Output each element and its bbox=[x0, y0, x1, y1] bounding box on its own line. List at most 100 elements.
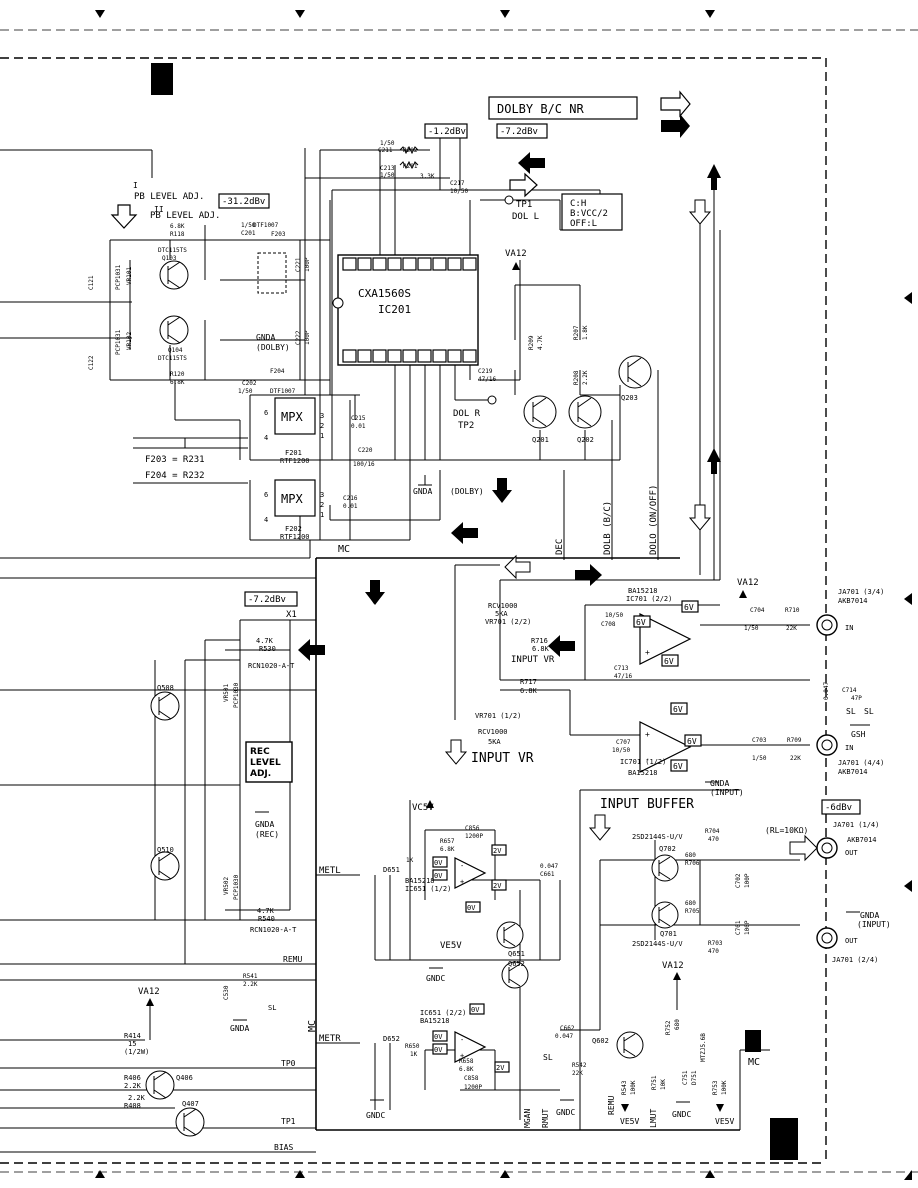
svg-text:1/50: 1/50 bbox=[752, 755, 767, 762]
svg-text:GNDC: GNDC bbox=[556, 1108, 575, 1117]
svg-text:22K: 22K bbox=[790, 755, 801, 762]
lmut-label: LMUT bbox=[649, 1109, 658, 1128]
jack-in-l: JA701 (3/4) AKB7014 IN bbox=[816, 588, 884, 636]
svg-text:SL: SL bbox=[864, 707, 874, 716]
svg-text:6V: 6V bbox=[673, 705, 683, 714]
bias-label: BIAS bbox=[274, 1143, 293, 1152]
svg-text:2SD2144S-U/V: 2SD2144S-U/V bbox=[632, 940, 683, 948]
mpx-filter-f202: MPX F202 RTF1200 6 4 3 2 1 bbox=[264, 479, 324, 541]
svg-text:10/50: 10/50 bbox=[450, 188, 468, 195]
svg-text:6.8K: 6.8K bbox=[520, 687, 538, 695]
remu2-label: REMU bbox=[607, 1096, 616, 1115]
svg-text:VR501: VR501 bbox=[223, 684, 230, 702]
svg-text:C217: C217 bbox=[450, 180, 465, 187]
svg-text:3: 3 bbox=[320, 412, 324, 420]
svg-text:Q508: Q508 bbox=[157, 684, 174, 692]
svg-text:D652: D652 bbox=[383, 1035, 400, 1043]
svg-text:GNDA: GNDA bbox=[710, 779, 729, 788]
metl-label: METL bbox=[319, 866, 341, 876]
svg-text:JA701 (2/4): JA701 (2/4) bbox=[832, 956, 878, 964]
ic201-chip: CXA1560S IC201 bbox=[332, 254, 479, 366]
svg-text:C751: C751 bbox=[682, 1070, 689, 1085]
svg-text:2V: 2V bbox=[496, 1064, 505, 1072]
svg-text:F203: F203 bbox=[271, 231, 286, 238]
remu-label: REMU bbox=[283, 955, 302, 964]
svg-text:6.8K: 6.8K bbox=[170, 223, 185, 230]
svg-text:Q510: Q510 bbox=[157, 846, 174, 854]
svg-text:4.7K: 4.7K bbox=[537, 335, 544, 350]
svg-text:(1/2W): (1/2W) bbox=[124, 1048, 149, 1056]
svg-text:680: 680 bbox=[685, 900, 696, 907]
svg-text:GNDA: GNDA bbox=[413, 487, 432, 496]
svg-text:B:VCC/2: B:VCC/2 bbox=[570, 209, 608, 219]
svg-text:47/16: 47/16 bbox=[614, 673, 632, 680]
transistor-q510: Q510 bbox=[150, 846, 180, 881]
svg-text:R541: R541 bbox=[243, 973, 258, 980]
svg-text:6: 6 bbox=[264, 491, 268, 499]
svg-text:C216: C216 bbox=[343, 495, 358, 502]
svg-text:IC701 (2/2): IC701 (2/2) bbox=[626, 595, 672, 603]
svg-text:1: 1 bbox=[320, 511, 324, 519]
hollow-arrow-icon bbox=[444, 739, 468, 765]
svg-text:VA12: VA12 bbox=[662, 961, 684, 971]
svg-text:R208: R208 bbox=[573, 370, 580, 385]
svg-text:6.8K: 6.8K bbox=[459, 1066, 474, 1073]
svg-text:2.2K: 2.2K bbox=[128, 1094, 146, 1102]
svg-text:Q407: Q407 bbox=[182, 1100, 199, 1108]
svg-text:C703: C703 bbox=[752, 737, 767, 744]
svg-text:2.2K: 2.2K bbox=[582, 370, 589, 385]
opamp-ic701-1: + - IC701 (1/2) BA15218 6V 6V 6V bbox=[620, 702, 702, 777]
svg-text:4.7K: 4.7K bbox=[257, 907, 275, 915]
svg-text:AKB7014: AKB7014 bbox=[838, 597, 868, 605]
svg-text:R705: R705 bbox=[685, 908, 700, 915]
opamp-ic651-2: - + IC651 (2/2) BA15218 bbox=[420, 1009, 487, 1063]
svg-text:-: - bbox=[645, 755, 650, 764]
svg-text:JA701 (1/4): JA701 (1/4) bbox=[833, 821, 879, 829]
solid-arrow-icon bbox=[368, 592, 380, 604]
svg-text:R408: R408 bbox=[124, 1102, 141, 1110]
svg-text:1: 1 bbox=[320, 432, 324, 440]
transistor-q651: Q651 bbox=[496, 921, 525, 958]
svg-text:6: 6 bbox=[264, 409, 268, 417]
svg-text:C222: C222 bbox=[295, 330, 302, 345]
svg-text:470: 470 bbox=[708, 948, 719, 955]
svg-text:R542: R542 bbox=[572, 1062, 587, 1069]
svg-text:R414: R414 bbox=[124, 1032, 141, 1040]
svg-text:1/50: 1/50 bbox=[380, 172, 395, 179]
svg-text:Q701: Q701 bbox=[660, 930, 677, 938]
svg-text:(INPUT): (INPUT) bbox=[710, 788, 744, 797]
svg-text:Q651: Q651 bbox=[508, 950, 525, 958]
svg-text:JA701 (4/4): JA701 (4/4) bbox=[838, 759, 884, 767]
svg-text:100K: 100K bbox=[721, 1080, 728, 1095]
svg-text:R709: R709 bbox=[787, 737, 802, 744]
svg-text:C220: C220 bbox=[358, 447, 373, 454]
svg-text:VA12: VA12 bbox=[737, 578, 759, 588]
level-callout-3: -31.2dBv bbox=[218, 193, 270, 209]
svg-text:VR701 (1/2): VR701 (1/2) bbox=[475, 712, 521, 720]
solid-arrow-icon bbox=[707, 164, 721, 190]
svg-text:F204: F204 bbox=[270, 368, 285, 375]
svg-text:0V: 0V bbox=[434, 1046, 443, 1054]
rmut-label: RMUT bbox=[541, 1109, 550, 1128]
arrow-legend bbox=[660, 90, 691, 138]
voltage-tags-651: 0V 0V 2V 2V 0V 0V 0V 2V 0V bbox=[432, 844, 510, 1073]
svg-text:MC: MC bbox=[307, 1020, 318, 1032]
svg-text:VR102: VR102 bbox=[126, 332, 133, 350]
svg-text:C858: C858 bbox=[464, 1075, 479, 1082]
svg-text:GNDC: GNDC bbox=[426, 974, 445, 983]
gsh-label: GSH bbox=[851, 730, 866, 739]
svg-text:Q652: Q652 bbox=[508, 960, 525, 968]
svg-text:C121: C121 bbox=[88, 275, 95, 290]
svg-text:ADJ.: ADJ. bbox=[250, 769, 271, 779]
hollow-arrow-icon bbox=[688, 199, 712, 225]
svg-text:0V: 0V bbox=[434, 872, 443, 880]
svg-text:1/50: 1/50 bbox=[744, 625, 759, 632]
svg-text:DTF1007: DTF1007 bbox=[253, 222, 279, 229]
svg-text:DTC115TS: DTC115TS bbox=[158, 355, 187, 362]
svg-text:C201: C201 bbox=[241, 230, 256, 237]
svg-text:1/50: 1/50 bbox=[380, 140, 395, 147]
svg-text:C221: C221 bbox=[295, 257, 302, 272]
svg-text:+: + bbox=[460, 1052, 464, 1060]
svg-text:IN: IN bbox=[845, 624, 853, 632]
svg-text:R717: R717 bbox=[520, 678, 537, 686]
